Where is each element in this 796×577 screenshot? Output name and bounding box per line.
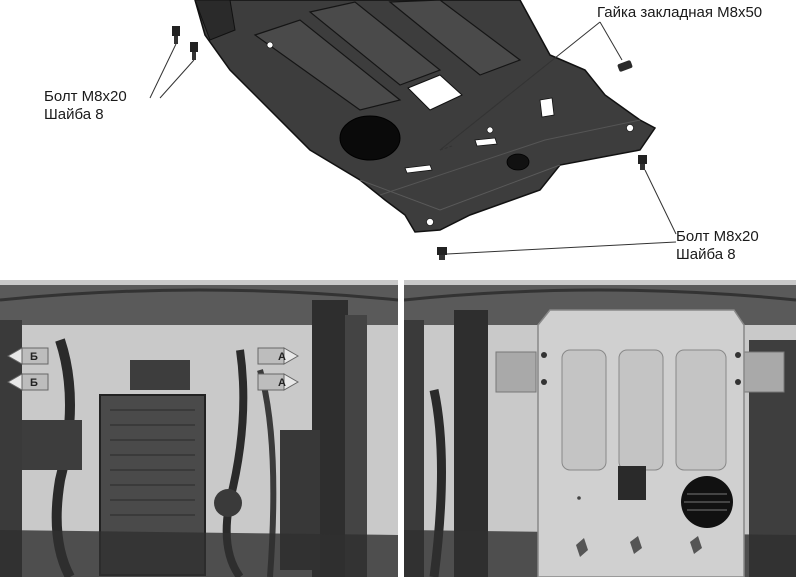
marker-label: Б xyxy=(30,351,38,363)
bolt-icon xyxy=(190,42,198,60)
leader-line xyxy=(446,241,677,255)
installed-skid-plate xyxy=(537,309,745,577)
bolt-icon xyxy=(437,247,447,260)
bracket-marker-b-upper: Б xyxy=(6,347,49,365)
marker-label: Б xyxy=(30,377,38,389)
leader-line xyxy=(599,21,623,61)
bolt-icon xyxy=(172,26,180,44)
leader-line xyxy=(644,169,677,235)
leader-line xyxy=(149,43,177,99)
leader-line xyxy=(439,21,601,151)
photo-before-install: Б Б А А xyxy=(0,280,398,577)
marker-label: А xyxy=(278,351,286,363)
bracket-marker-a-upper: А xyxy=(257,347,300,365)
bolt-label: Болт М8x20 xyxy=(44,88,127,105)
skid-plate xyxy=(194,0,657,233)
installed-skid-plate-photo xyxy=(404,280,796,577)
insert-nut-icon xyxy=(617,60,633,72)
leader-line xyxy=(159,59,195,99)
bracket-marker-b-lower: Б xyxy=(6,373,49,391)
bracket-marker-a-lower: А xyxy=(257,373,300,391)
washer-label: Шайба 8 xyxy=(44,106,104,123)
bolt-callout-right: Болт М8x20 Шайба 8 xyxy=(676,228,759,264)
underbody-photo: Б Б А А xyxy=(0,280,398,577)
nut-label: Гайка закладная М8x50 xyxy=(597,4,763,21)
photo-after-install xyxy=(404,280,796,577)
panel-divider xyxy=(398,272,404,577)
marker-label: А xyxy=(278,377,286,389)
skid-plate-drawing xyxy=(149,0,677,260)
exploded-diagram: Гайка закладная М8x50 Болт М8x20 Шайба 8… xyxy=(0,0,796,272)
nut-callout: Гайка закладная М8x50 xyxy=(597,4,762,22)
left-bolts xyxy=(172,26,198,60)
washer-label: Шайба 8 xyxy=(676,246,736,263)
bolt-callout-left: Болт М8x20 Шайба 8 xyxy=(44,88,127,124)
bolt-label: Болт М8x20 xyxy=(676,228,759,245)
bolt-icon xyxy=(638,155,647,170)
